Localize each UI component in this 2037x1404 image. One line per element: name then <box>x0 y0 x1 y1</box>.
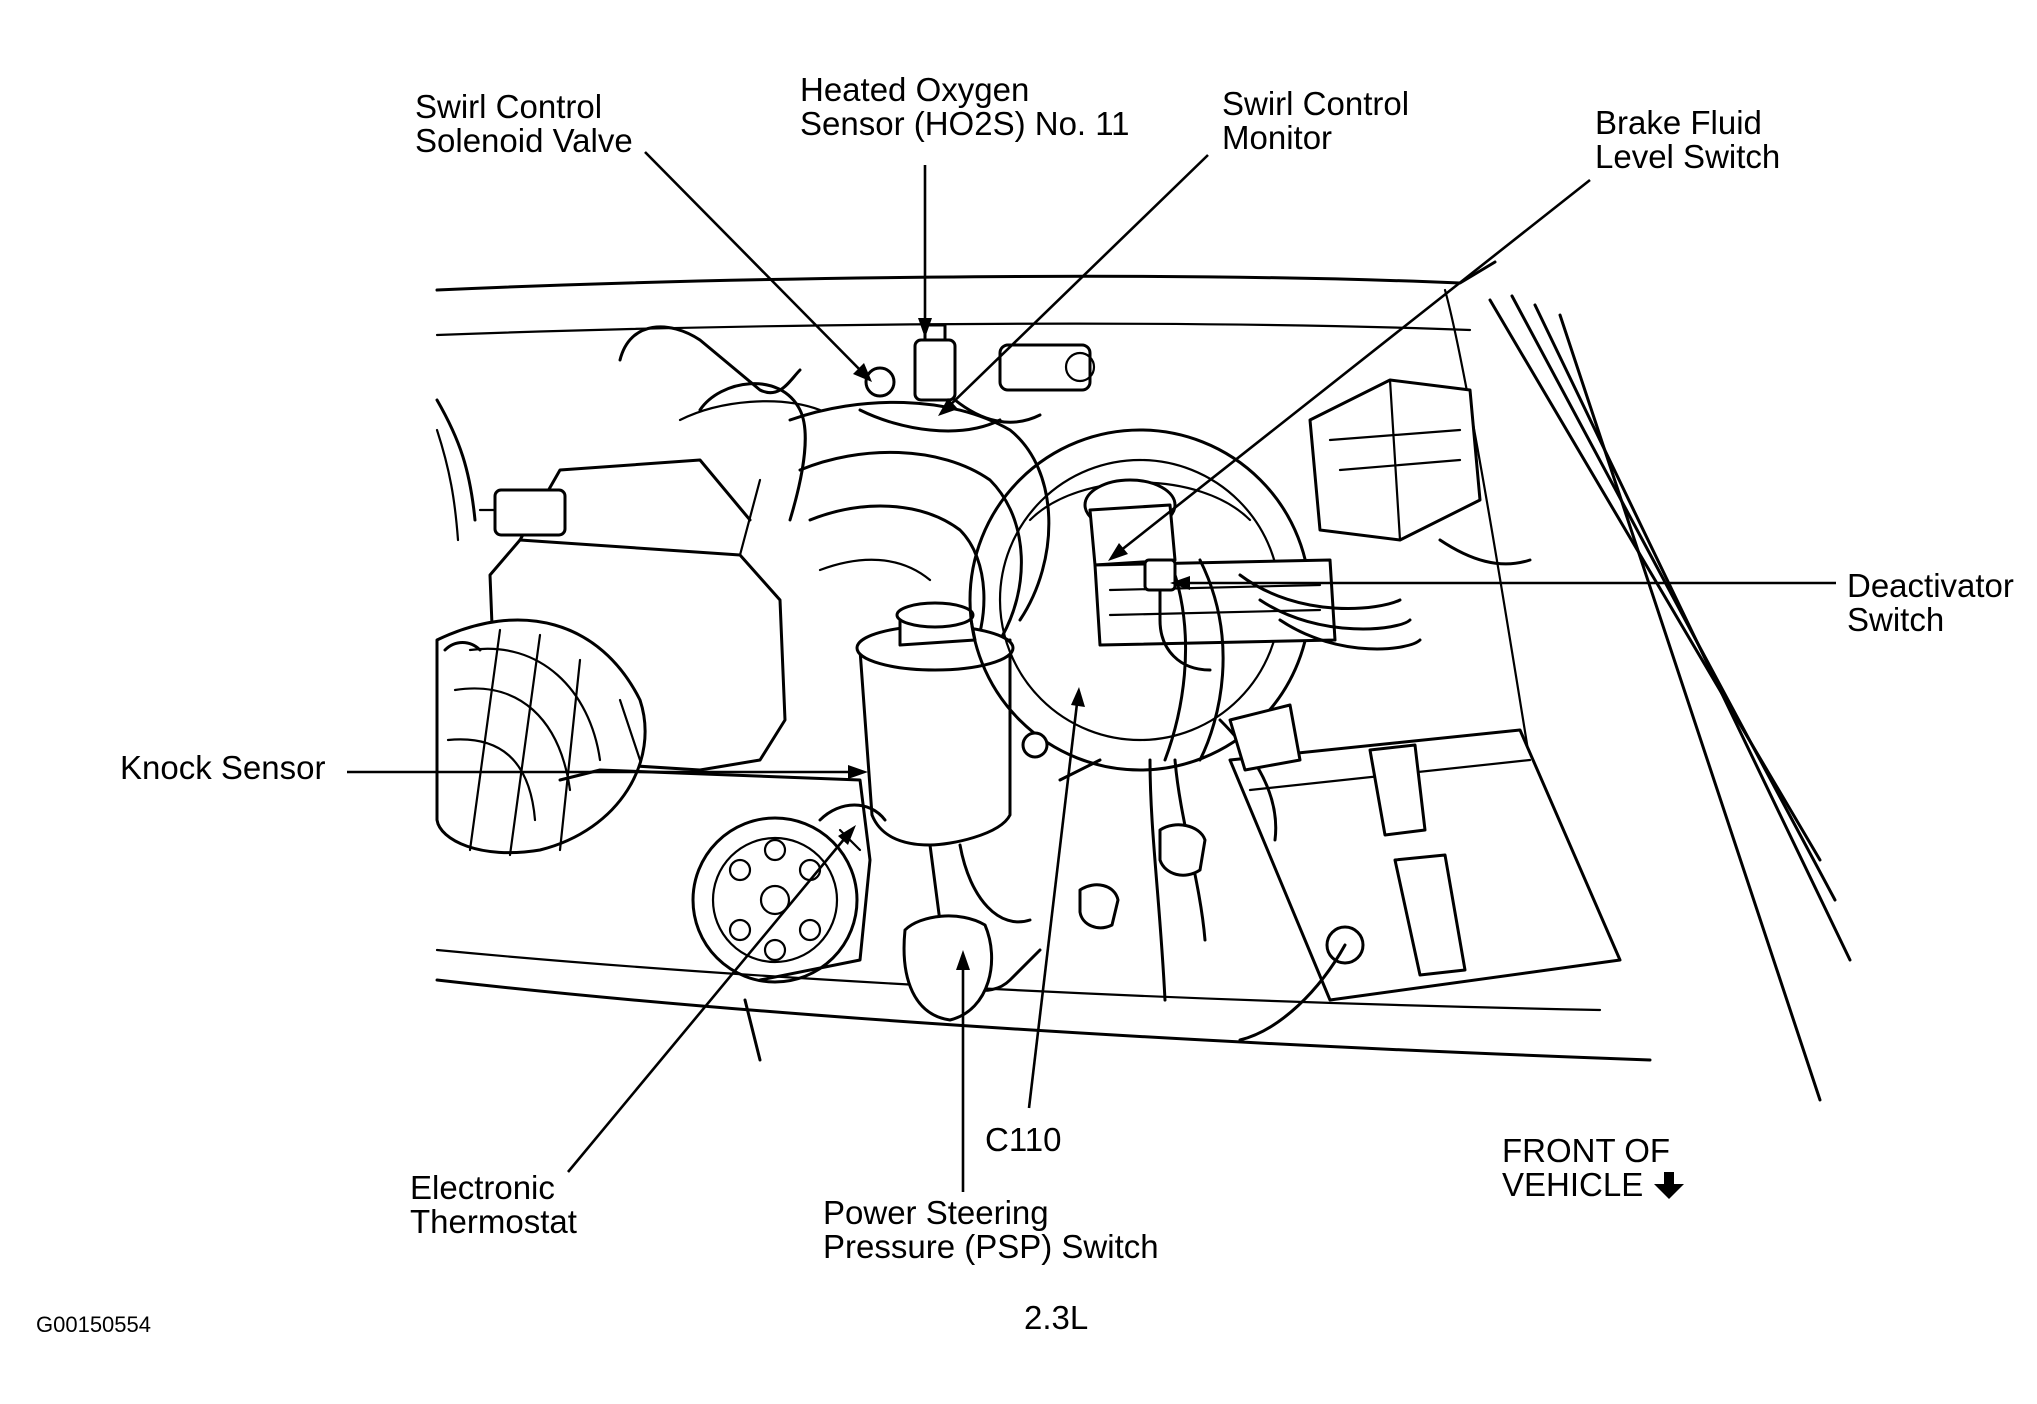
arrowhead-c110 <box>1071 687 1085 707</box>
arrowhead-ho2s <box>918 318 932 338</box>
arrowhead-swirl-monitor <box>938 398 958 416</box>
label-thermostat: Electronic Thermostat <box>410 1169 577 1240</box>
label-front-of-vehicle: FRONT OF VEHICLE <box>1502 1132 1679 1203</box>
engine-artwork <box>435 260 1852 1102</box>
leader-arrowheads <box>838 318 1190 970</box>
label-swirl-solenoid: Swirl Control Solenoid Valve <box>415 88 633 159</box>
label-ho2s: Heated Oxygen Sensor (HO2S) No. 11 <box>800 71 1130 142</box>
leader-thermostat <box>566 831 852 1173</box>
callout-labels: Swirl Control Solenoid Valve Heated Oxyg… <box>36 71 2023 1337</box>
arrowhead-psp-switch <box>956 950 970 970</box>
arrowhead-deactivator <box>1170 576 1190 590</box>
arrowhead-swirl-solenoid <box>853 363 872 382</box>
leader-swirl-monitor <box>944 154 1209 411</box>
arrowhead-knock-sensor <box>848 765 868 779</box>
leader-swirl-solenoid <box>644 151 869 379</box>
leader-brake-fluid <box>1114 178 1591 557</box>
label-swirl-monitor: Swirl Control Monitor <box>1222 85 1418 156</box>
engine-caption: 2.3L <box>1024 1299 1088 1336</box>
leader-lines <box>347 151 1836 1192</box>
label-deactivator: Deactivator Switch <box>1847 567 2023 638</box>
label-brake-fluid: Brake Fluid Level Switch <box>1595 104 1780 175</box>
arrowhead-thermostat <box>838 825 856 845</box>
label-psp-switch: Power Steering Pressure (PSP) Switch <box>823 1194 1159 1265</box>
label-c110: C110 <box>985 1121 1061 1158</box>
down-arrow-icon <box>1654 1172 1684 1199</box>
label-knock-sensor: Knock Sensor <box>120 749 325 786</box>
leader-c110 <box>1027 694 1080 1109</box>
arrowhead-brake-fluid <box>1108 543 1128 561</box>
figure-id: G00150554 <box>36 1312 151 1337</box>
